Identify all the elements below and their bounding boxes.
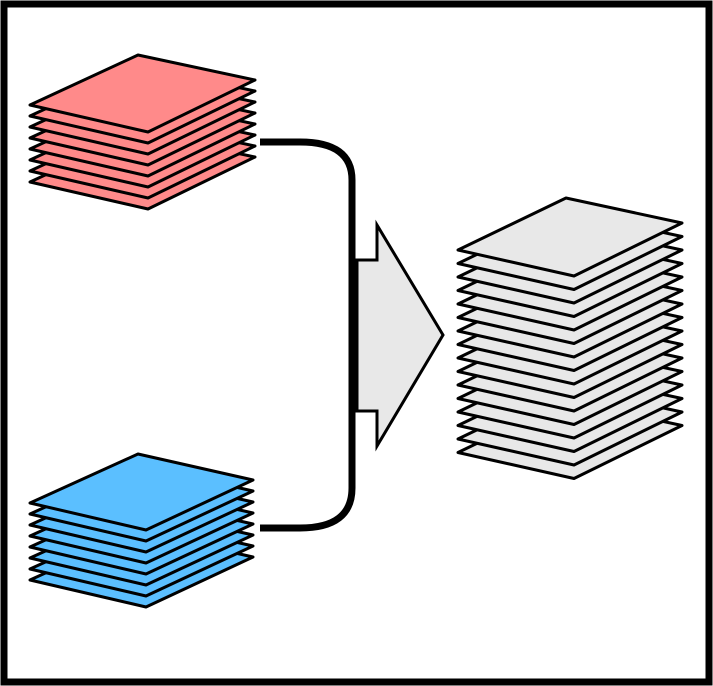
merged-sheet [456,196,684,278]
arrow-right-icon [355,219,445,452]
blue-document-stack-icon [28,452,255,609]
merged-document-stack-icon [456,196,684,480]
red-sheet [28,53,257,134]
red-document-stack-icon [28,53,257,211]
blue-sheet [28,452,255,532]
merge-bracket-icon [260,138,356,532]
